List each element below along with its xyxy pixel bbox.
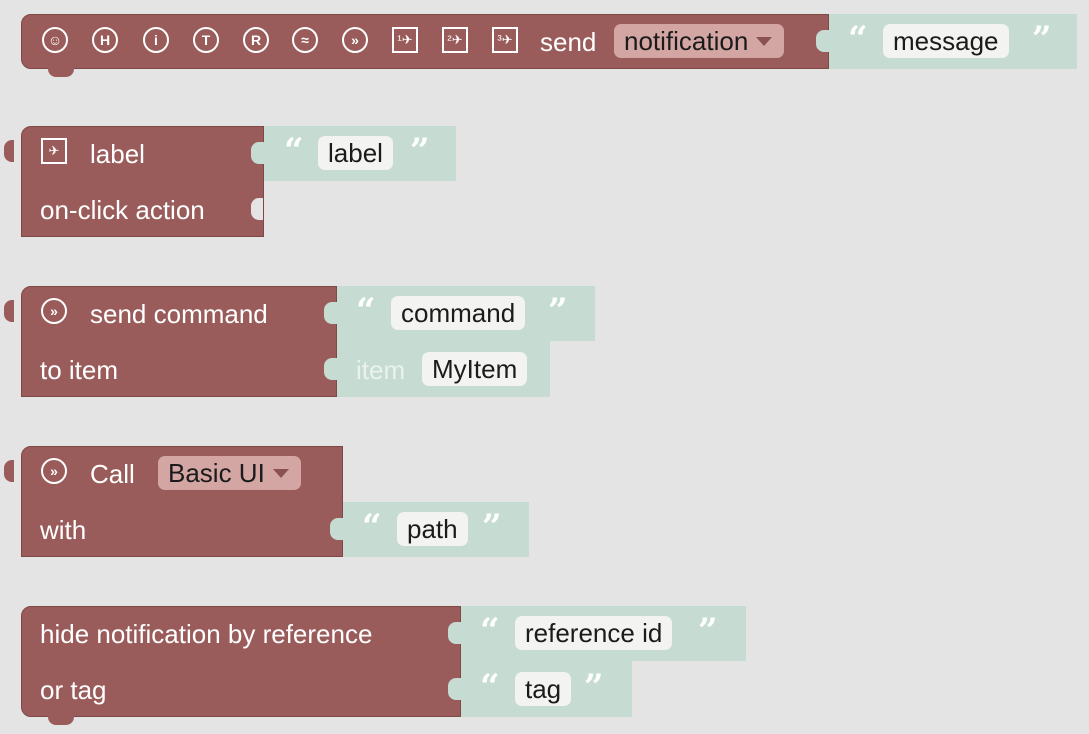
h-icon: H [92,27,118,53]
next-connector [48,67,74,77]
hide-notification-text: hide notification by reference [40,619,373,649]
label-field[interactable]: label [318,136,393,170]
block-body [21,606,461,717]
runner-3-icon: ³✈ [492,27,518,53]
output-connector [4,460,14,482]
call-text: Call [90,459,135,489]
open-quote-icon: “ [480,611,500,651]
item-field[interactable]: MyItem [422,352,528,386]
block-body [21,286,337,397]
next-connector [48,715,74,725]
input-notch [251,142,265,164]
open-quote-icon: “ [480,667,500,707]
dropdown-value: Basic UI [168,458,265,488]
runner-2-icon: ²✈ [442,27,468,53]
dropdown-arrow-icon [756,36,773,46]
runner-icon: ✈ [41,138,67,164]
close-quote-icon: ” [482,507,502,547]
input-notch [324,302,338,324]
runner-circle-icon: » [41,458,67,484]
notification-type-dropdown[interactable]: notification [614,24,785,58]
image-icon: ≈ [292,27,318,53]
r-icon: R [243,27,269,53]
to-item-text: to item [40,355,119,385]
info-icon: i [143,27,169,53]
statement-notch [251,198,263,220]
close-quote-icon: ” [584,667,604,707]
tag-field[interactable]: tag [515,672,572,706]
runner-1-icon: ¹✈ [392,27,418,53]
t-icon: T [193,27,219,53]
or-tag-text: or tag [40,675,107,705]
runner-circle-icon: » [41,298,67,324]
open-quote-icon: “ [362,507,382,547]
block-body [21,126,264,237]
runner-circle-icon: » [342,27,368,53]
dropdown-arrow-icon [272,468,289,478]
dropdown-value: notification [624,26,749,56]
send-label: send [540,27,597,57]
open-quote-icon: “ [284,131,304,171]
with-text: with [40,515,87,545]
open-quote-icon: “ [356,291,376,331]
input-notch [330,518,344,540]
send-command-text: send command [90,299,268,329]
input-notch [448,622,462,644]
ui-type-dropdown[interactable]: Basic UI [158,456,301,490]
label-text: label [90,139,145,169]
user-icon: ☺ [42,27,68,53]
message-field[interactable]: message [883,24,1009,58]
input-notch [324,358,338,380]
path-field[interactable]: path [397,512,468,546]
output-connector [4,140,14,162]
close-quote-icon: ” [1032,19,1052,59]
command-field[interactable]: command [391,296,526,330]
input-notch [448,678,462,700]
close-quote-icon: ” [698,611,718,651]
open-quote-icon: “ [848,19,868,59]
reference-id-field[interactable]: reference id [515,616,673,650]
output-connector [4,300,14,322]
item-label: item [356,355,406,385]
onclick-action-text: on-click action [40,195,205,225]
close-quote-icon: ” [410,131,430,171]
close-quote-icon: ” [548,291,568,331]
input-notch [816,30,830,52]
